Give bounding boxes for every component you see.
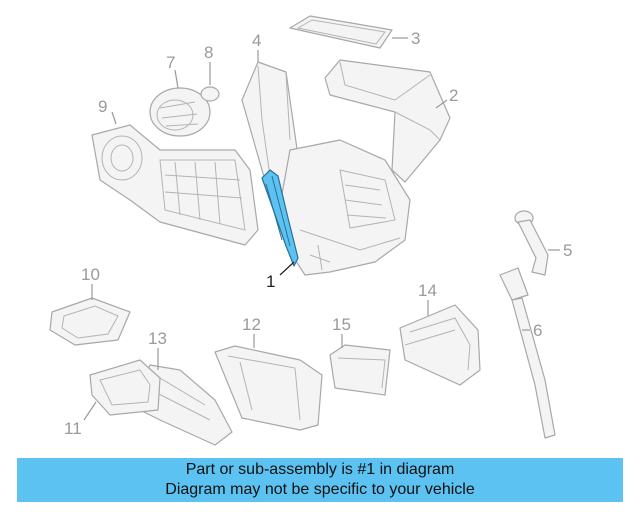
hvac-case-assembly	[279, 139, 411, 276]
callout-12: 12	[242, 315, 261, 334]
callout-15: 15	[332, 315, 351, 334]
banner-line-2: Diagram may not be specific to your vehi…	[165, 481, 475, 498]
callout-6: 6	[533, 321, 542, 340]
banner-line-1: Part or sub-assembly is #1 in diagram	[185, 461, 455, 478]
callout-9: 9	[98, 97, 107, 116]
part-7-blower-motor	[149, 69, 211, 137]
callout-1: 1	[266, 272, 275, 291]
part-9-blower-housing	[91, 111, 259, 246]
part-2-duct	[324, 59, 451, 183]
callout-8: 8	[204, 43, 213, 62]
callout-2: 2	[449, 86, 458, 105]
callout-14: 14	[418, 281, 437, 300]
callout-4: 4	[252, 31, 261, 50]
part-8-grommet	[200, 62, 220, 102]
callout-7: 7	[166, 53, 175, 72]
part-14-cover	[399, 300, 481, 386]
part-11-outlet	[83, 359, 161, 421]
callout-13: 13	[148, 329, 167, 348]
info-banner: Part or sub-assembly is #1 in diagram Di…	[17, 458, 623, 502]
part-3-filter	[289, 15, 408, 49]
callout-11: 11	[64, 419, 82, 438]
part-4-panel	[241, 50, 301, 201]
callout-10: 10	[81, 265, 100, 284]
callout-5: 5	[563, 241, 572, 260]
part-6-drain-tube	[499, 267, 556, 439]
part-10-gasket	[49, 284, 131, 346]
part-15-filter	[329, 334, 391, 396]
callout-3: 3	[411, 29, 420, 48]
part-5-hose	[514, 210, 560, 276]
part-1-highlighted-seal	[261, 169, 299, 276]
part-12-panel	[214, 334, 323, 431]
parts-diagram: 1 2 3 4 5 6 7 8 9 10 11 12 13 14 15	[49, 15, 572, 446]
